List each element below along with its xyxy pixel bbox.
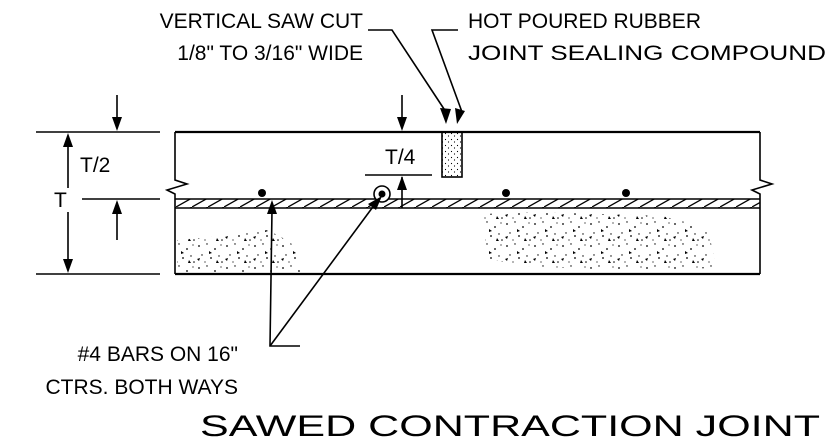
rebar-dot [622, 189, 630, 197]
saw-cut-label-line1: VERTICAL SAW CUT [160, 10, 364, 33]
bars-leader-right [269, 199, 379, 347]
t2-arrowhead-bottom [112, 200, 122, 214]
saw-cut-arrowhead [440, 108, 451, 124]
sealant-arrowhead [455, 108, 465, 124]
t4-arrowhead-top [397, 117, 407, 131]
saw-cut-leader [368, 29, 447, 113]
drawing-title: SAWED CONTRACTION JOINT [200, 410, 820, 439]
slab-section [164, 130, 775, 276]
aggregate-patch-right [484, 212, 716, 270]
sealant-groove [441, 131, 463, 178]
rebar-dot [378, 190, 386, 198]
bars-arrowhead-left [267, 200, 277, 214]
bars-label-line1: #4 BARS ON 16" [78, 343, 238, 366]
sealant-label-line1: HOT POURED RUBBER [468, 10, 701, 33]
rebar-dot [258, 189, 266, 197]
quarter-thickness-label: T/4 [385, 146, 416, 169]
bars-label-line2: CTRS. BOTH WAYS [45, 376, 238, 399]
reinforcement-layer [175, 185, 760, 209]
t-arrowhead-top [63, 133, 73, 147]
sealant-leader [430, 29, 463, 113]
bars-arrowhead-right [368, 196, 382, 210]
saw-cut-label-line2: 1/8" TO 3/16" WIDE [177, 42, 363, 65]
sealant-label-line2: JOINT SEALING COMPOUND [468, 42, 826, 65]
t-arrowhead-bottom [63, 259, 73, 273]
hatch-band [175, 199, 760, 208]
thickness-label: T [54, 189, 67, 212]
t4-arrowhead-bottom [397, 176, 407, 190]
saw-cut-joint [441, 131, 463, 178]
rebar-dot [502, 189, 510, 197]
t2-arrowhead-top [112, 117, 122, 131]
left-dimensions [36, 95, 160, 275]
half-thickness-label: T/2 [80, 154, 110, 177]
aggregate-patch-left [177, 230, 300, 272]
t4-dimension [365, 95, 432, 208]
